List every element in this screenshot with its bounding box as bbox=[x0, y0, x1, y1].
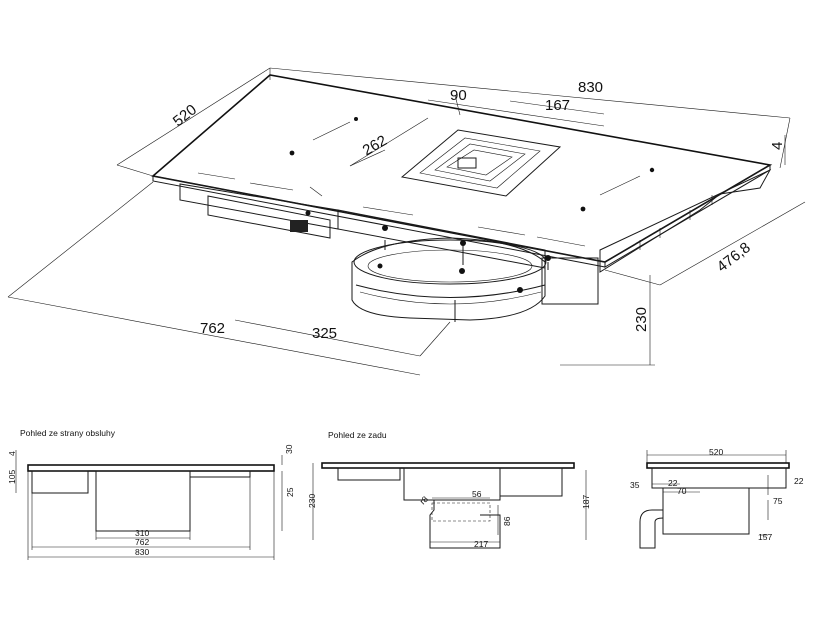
central-vent bbox=[400, 129, 562, 197]
front-view: Pohled ze strany obsluhy 4 105 30 25 310… bbox=[7, 428, 295, 560]
rear-left-box bbox=[337, 467, 401, 481]
rear-dim-230: 230 bbox=[307, 494, 317, 508]
control-markings bbox=[197, 172, 586, 247]
side-dim-22-right: 22 bbox=[794, 476, 804, 486]
isometric-view: 830 520 90 167 262 4 762 476,8 325 230 bbox=[7, 67, 806, 376]
side-view: 520 35 22 70 22 75 157 bbox=[630, 447, 804, 549]
rear-view-caption: Pohled ze zadu bbox=[328, 430, 387, 440]
side-dim-35: 35 bbox=[630, 480, 640, 490]
front-dim-25: 25 bbox=[285, 487, 295, 497]
front-dim-830: 830 bbox=[135, 547, 149, 557]
front-dim-762: 762 bbox=[135, 537, 149, 547]
rear-dim-r8: r8 bbox=[418, 494, 431, 507]
dim-90: 90 bbox=[450, 87, 467, 104]
front-dim-310: 310 bbox=[135, 528, 149, 538]
front-motor bbox=[95, 470, 191, 532]
dim-4: 4 bbox=[769, 142, 786, 150]
side-dim-520: 520 bbox=[709, 447, 723, 457]
side-dim-22-left: 22 bbox=[668, 478, 678, 488]
rear-glass bbox=[321, 462, 575, 469]
side-glass bbox=[646, 462, 790, 469]
fan-motor bbox=[305, 210, 599, 322]
dim-476-8: 476,8 bbox=[714, 239, 754, 276]
dim-325: 325 bbox=[312, 325, 337, 342]
side-dim-70: 70 bbox=[677, 486, 687, 496]
side-dim-157: 157 bbox=[758, 532, 772, 542]
dim-167: 167 bbox=[545, 97, 570, 114]
rear-dim-187: 187 bbox=[581, 495, 591, 509]
front-right-box bbox=[189, 470, 251, 478]
front-dim-4: 4 bbox=[7, 451, 17, 456]
rear-view: Pohled ze zadu 230 r8 56 86 217 187 bbox=[307, 430, 591, 549]
lower-body bbox=[179, 168, 772, 273]
dim-230: 230 bbox=[633, 307, 650, 332]
side-motor bbox=[662, 487, 750, 535]
rear-dim-86: 86 bbox=[502, 516, 512, 526]
rear-dim-56: 56 bbox=[472, 489, 482, 499]
front-view-caption: Pohled ze strany obsluhy bbox=[20, 428, 116, 438]
iso-dimension-lines bbox=[7, 67, 806, 376]
side-dim-75: 75 bbox=[773, 496, 783, 506]
cooking-zone-markers bbox=[289, 117, 655, 212]
dim-762: 762 bbox=[200, 320, 225, 337]
dim-520: 520 bbox=[170, 101, 200, 130]
rear-motor bbox=[403, 467, 501, 501]
rear-right-box bbox=[499, 467, 563, 497]
front-dim-30: 30 bbox=[284, 444, 294, 454]
front-glass bbox=[27, 464, 275, 472]
front-left-box bbox=[31, 470, 89, 494]
dim-262: 262 bbox=[360, 132, 390, 159]
dim-830: 830 bbox=[578, 79, 603, 96]
rear-dim-217: 217 bbox=[474, 539, 488, 549]
side-duct bbox=[639, 509, 664, 549]
rear-duct bbox=[404, 499, 501, 549]
front-dim-105: 105 bbox=[7, 470, 17, 484]
